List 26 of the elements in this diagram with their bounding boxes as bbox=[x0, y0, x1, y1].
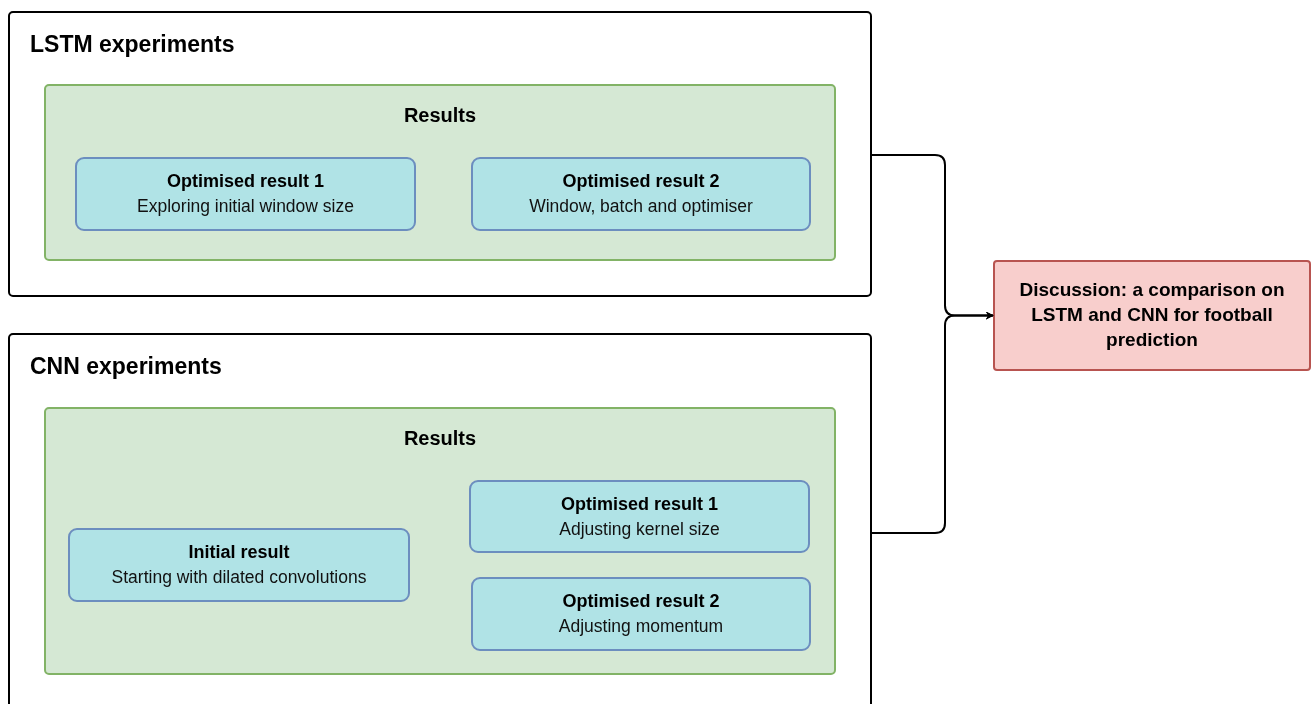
group-title: LSTM experiments bbox=[30, 31, 235, 58]
results-panel bbox=[44, 84, 836, 261]
result-title: Initial result bbox=[188, 541, 290, 565]
conclusion-text: Discussion: a comparison on LSTM and CNN for football prediction bbox=[1018, 278, 1286, 352]
result-title: Optimised result 1 bbox=[166, 170, 324, 194]
result-box bbox=[68, 528, 410, 602]
result-description: Exploring initial window size bbox=[137, 195, 354, 219]
result-title: Optimised result 2 bbox=[562, 170, 720, 194]
result-description: Window, batch and optimiser bbox=[529, 195, 753, 219]
arrow bbox=[871, 311, 994, 534]
conclusion-box bbox=[993, 260, 1311, 371]
result-description: Adjusting kernel size bbox=[559, 517, 720, 541]
result-description: Adjusting momentum bbox=[558, 615, 724, 639]
result-title: Optimised result 1 bbox=[560, 492, 718, 516]
group-title: CNN experiments bbox=[30, 353, 222, 380]
result-description: Starting with dilated convolutions bbox=[111, 566, 367, 590]
section-title: Results bbox=[403, 104, 477, 127]
experiment-panel bbox=[8, 11, 872, 297]
section-title: Results bbox=[403, 427, 477, 450]
result-box bbox=[471, 157, 811, 231]
result-title: Optimised result 2 bbox=[562, 590, 720, 614]
result-box bbox=[75, 157, 416, 231]
result-box bbox=[471, 577, 811, 651]
experiment-panel bbox=[8, 333, 872, 704]
result-box bbox=[469, 480, 810, 553]
results-panel bbox=[44, 407, 836, 675]
